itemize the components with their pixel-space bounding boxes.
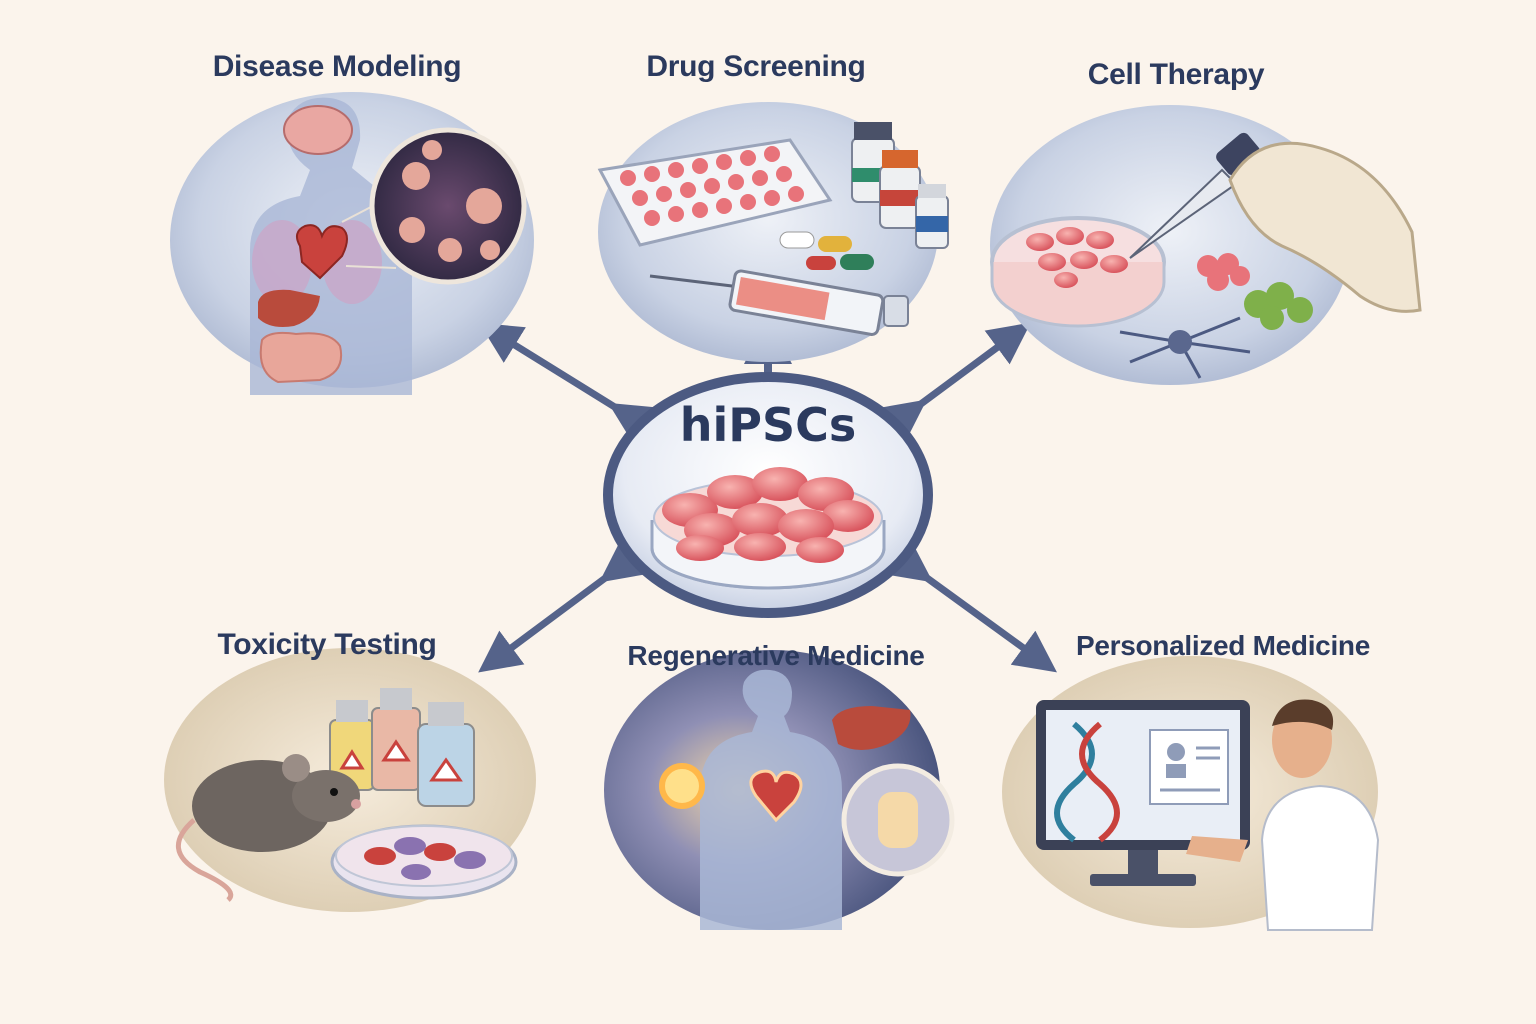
bottles-icon [851,122,949,249]
center-cell-colonies [662,467,874,563]
gloved-hand-icon [1228,141,1422,313]
arrow-toxicity [478,540,646,673]
toxicity-testing-label: Toxicity Testing [217,628,437,661]
drug-screening-illustration [597,102,949,362]
arrow-disease [479,322,655,443]
drug-screening-label: Drug Screening [646,50,866,83]
personalized-medicine-label: Personalized Medicine [1075,630,1371,661]
neuron-icon [1119,316,1251,379]
liver-icon [258,289,320,327]
cell-therapy-illustration [990,105,1422,385]
chemical-bottles-icon [329,688,475,807]
glowing-heart-icon [749,769,803,823]
personalized-medicine-illustration [1002,656,1380,931]
disease-modeling-label: Disease Modeling [212,50,462,83]
pipette-icon [1129,168,1238,259]
light-burst-icon [659,763,705,809]
doctor-icon [1186,699,1380,931]
toxicity-testing-illustration [164,648,536,912]
pills-icon [779,231,874,270]
brain-icon [283,105,353,155]
arrow-personalized [886,540,1057,673]
toxicity-petri-dish-icon [330,824,518,900]
regenerative-medicine-illustration [604,650,955,930]
cell-therapy-label: Cell Therapy [1087,58,1265,91]
liver-organ-icon [832,706,911,750]
hipscs-title: hiPSCs [679,398,857,452]
regenerative-medicine-label: Regenerative Medicine [627,640,925,671]
syringe-icon [649,269,909,336]
disease-modeling-illustration [170,92,534,396]
connector-arrows [478,316,1057,673]
heart-icon [295,224,348,280]
patient-profile-card-icon [1149,729,1229,805]
intestine-icon [259,331,342,384]
arrow-cell [880,322,1031,442]
dna-helix-icon [1054,721,1120,843]
hipscs-center-node [603,372,933,618]
rat-icon [175,754,361,902]
